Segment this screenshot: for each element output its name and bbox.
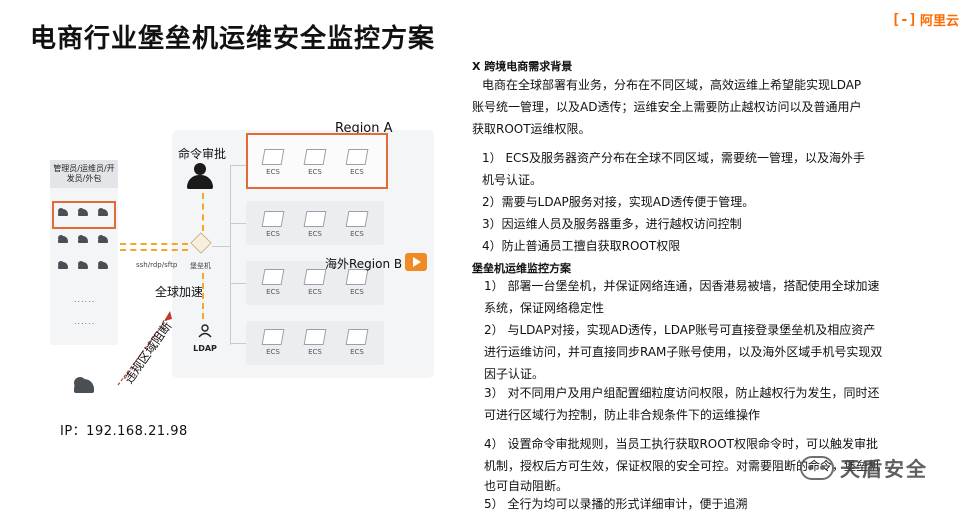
- plan-item-4: 4） 设置命令审批规则，当员工执行获取ROOT权限命令时，可以触发审批: [484, 437, 879, 451]
- more-users-dots: ......: [74, 317, 96, 326]
- plan-item-3: 3） 对不同用户及用户组配置细粒度访问权限，防止越权行为发生，同时还: [484, 386, 880, 400]
- ip-address: IP：192.168.21.98: [60, 424, 188, 439]
- ecs-node: ECS: [300, 327, 330, 359]
- bastion-label: 堡垒机: [190, 262, 211, 270]
- watermark-text: 天盾安全: [840, 457, 928, 481]
- user-icon: [98, 261, 108, 275]
- aliyun-logo-icon: [-]: [891, 11, 917, 28]
- user-icon: [78, 261, 88, 275]
- user-icon: [58, 235, 68, 249]
- ecs-node: ECS: [342, 327, 372, 359]
- ecs-node: ECS: [300, 209, 330, 241]
- plan-item-4-cont2: 也可自动阻断。: [484, 479, 569, 493]
- need-item-1: 1） ECS及服务器资产分布在全球不同区域，需要统一管理，以及海外手: [482, 151, 866, 165]
- user-icon: [58, 261, 68, 275]
- plan-item-1: 1） 部署一台堡垒机，并保证网络连通，因香港易被墙，搭配使用全球加速: [484, 279, 880, 293]
- need-item-1-cont: 机号认证。: [482, 173, 543, 187]
- connector-line: [230, 283, 246, 284]
- connector-line: [230, 223, 246, 224]
- connector-line: [230, 343, 246, 344]
- approver-icon-body: [187, 175, 213, 189]
- ldap-label: LDAP: [193, 344, 217, 353]
- global-accel-label: 全球加速: [155, 285, 204, 299]
- need-item-3: 3）因运维人员及服务器重多，进行越权访问控制: [482, 217, 742, 231]
- ecs-node: ECS: [300, 267, 330, 299]
- approver-icon: [194, 163, 206, 175]
- region-a-label: Region A: [335, 121, 393, 136]
- plan-item-4-cont: 机制，授权后方可生效，保证权限的安全可控。对需要阻断的命令，堡垒机: [484, 459, 881, 473]
- remote-user-icon: [74, 377, 94, 405]
- ecs-node: ECS: [342, 147, 372, 179]
- protocols-label: ssh/rdp/sftp: [136, 261, 178, 269]
- access-arrow: [120, 243, 188, 245]
- access-arrow: [120, 249, 188, 251]
- section2-heading: 堡垒机运维监控方案: [472, 262, 571, 275]
- bastion-host-icon: [190, 232, 212, 259]
- intro-line: 电商在全球部署有业务，分布在不同区域，高效运维上希望能实现LDAP: [482, 78, 862, 92]
- ecs-node: ECS: [258, 327, 288, 359]
- ecs-node: ECS: [300, 147, 330, 179]
- user-highlight-box: [52, 201, 116, 229]
- section1-heading: X 跨境电商需求背景: [472, 60, 573, 73]
- connector-line: [230, 165, 231, 345]
- wechat-icon: [800, 455, 834, 480]
- plan-item-3-cont: 可进行区域行为控制，防止非合规条件下的运维操作: [484, 408, 761, 422]
- blocked-route-arrow: [117, 311, 172, 386]
- aliyun-logo: [-] 阿里云: [891, 10, 959, 30]
- plan-item-2-cont2: 因子认证。: [484, 367, 545, 381]
- intro-line: 账号统一管理，以及AD透传；运维安全上需要防止越权访问以及普通用户: [472, 100, 862, 114]
- aliyun-logo-text: 阿里云: [919, 14, 959, 29]
- plan-item-2-cont: 进行运维访问，并可直接同步RAM子账号使用，以及海外区域手机号实现双: [484, 345, 883, 359]
- connector-line: [230, 165, 246, 166]
- ecs-node: ECS: [258, 147, 288, 179]
- video-play-icon: [405, 253, 427, 271]
- user-icon: [78, 208, 88, 222]
- ecs-node: ECS: [258, 267, 288, 299]
- user-icon: [58, 208, 68, 222]
- ecs-node: ECS: [342, 209, 372, 241]
- need-item-2: 2）需要与LDAP服务对接，实现AD透传便于管理。: [482, 195, 755, 209]
- connector-line: [212, 246, 230, 247]
- ecs-node: ECS: [258, 209, 288, 241]
- ldap-icon: LDAP: [192, 323, 218, 353]
- plan-item-1-cont: 系统，保证网络稳定性: [484, 301, 605, 315]
- more-users-dots: ......: [74, 295, 96, 304]
- users-header: 管理员/运维员/开发员/外包: [50, 160, 118, 188]
- plan-item-5: 5） 全行为均可以录播的形式详细审计，便于追溯: [484, 497, 748, 511]
- watermark: 天盾安全: [800, 453, 928, 482]
- ldap-arrow: [202, 273, 204, 319]
- region-b-label: 海外Region B: [325, 257, 403, 271]
- intro-line: 获取ROOT运维权限。: [472, 122, 591, 136]
- user-icon: [98, 208, 108, 222]
- approval-arrow: [202, 193, 204, 231]
- users-panel: [50, 160, 118, 345]
- ldap-person-icon: [198, 324, 212, 338]
- plan-item-2: 2） 与LDAP对接，实现AD透传，LDAP账号可直接登录堡垒机及相应资产: [484, 323, 876, 337]
- page-title: 电商行业堡垒机运维安全监控方案: [30, 24, 436, 54]
- user-icon: [78, 235, 88, 249]
- command-approval-label: 命令审批: [178, 147, 227, 161]
- user-icon: [98, 235, 108, 249]
- need-item-4: 4）防止普通员工擅自获取ROOT权限: [482, 239, 681, 253]
- ecs-node: ECS: [342, 267, 372, 299]
- architecture-diagram: Region A ECS ECS ECS ECS ECS ECS ECS ECS…: [40, 115, 434, 445]
